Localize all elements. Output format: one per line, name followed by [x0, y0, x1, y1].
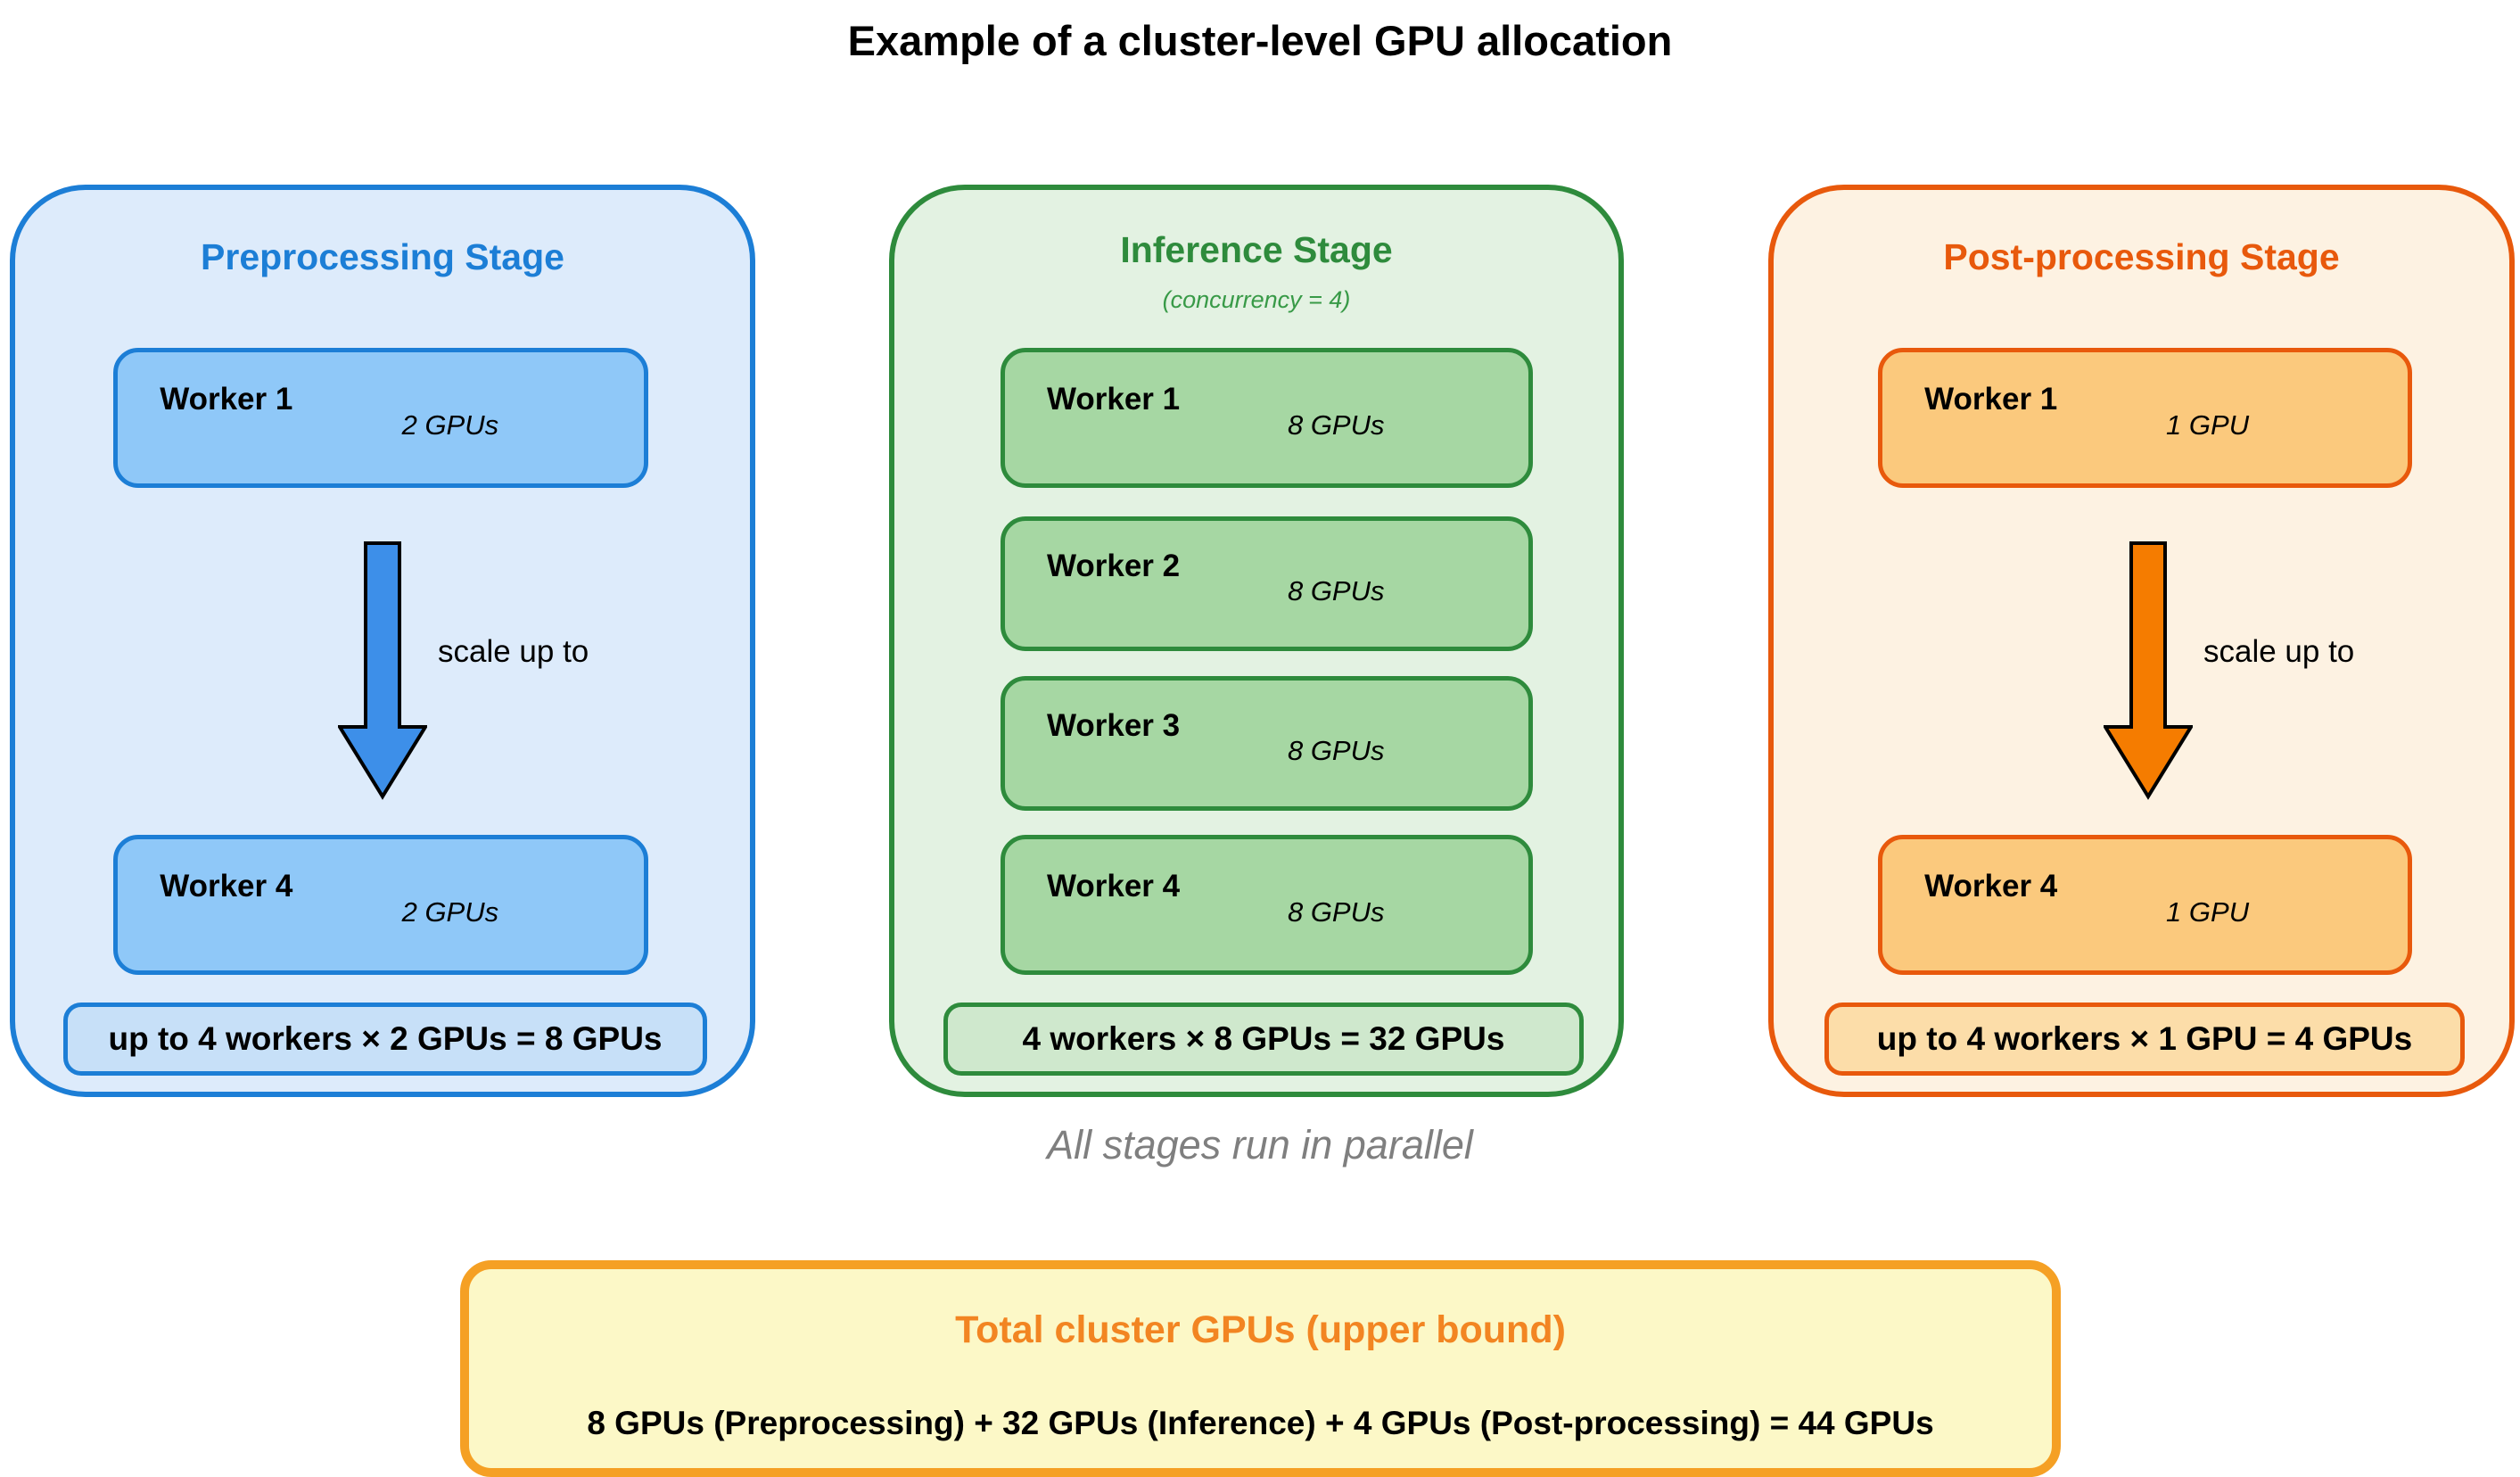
diagram-title: Example of a cluster-level GPU allocatio…	[847, 17, 1673, 64]
stage-inference-subtitle: (concurrency = 4)	[1162, 286, 1351, 313]
worker-gpu-count: 8 GPUs	[1287, 896, 1385, 928]
worker-label: Worker 4	[160, 868, 293, 904]
worker-gpu-count: 2 GPUs	[401, 409, 499, 441]
inference-worker-2-box: Worker 2 8 GPUs	[1001, 516, 1533, 651]
stage-preprocessing: Preprocessing Stage Worker 1 2 GPUs scal…	[10, 185, 755, 1097]
preprocessing-worker-1-box: Worker 1 2 GPUs	[113, 348, 648, 488]
worker-gpu-count: 8 GPUs	[1287, 574, 1385, 606]
stage-postprocessing: Post-processing Stage Worker 1 1 GPU sca…	[1768, 185, 2515, 1097]
postprocessing-worker-4-box: Worker 4 1 GPU	[1878, 835, 2412, 975]
stage-inference-title: Inference Stage	[1120, 229, 1393, 270]
worker-label: Worker 1	[1046, 381, 1181, 417]
inference-worker-1-box: Worker 1 8 GPUs	[1001, 348, 1533, 488]
stage-inference: Inference Stage (concurrency = 4) Worker…	[889, 185, 1624, 1097]
worker-gpu-count: 2 GPUs	[401, 896, 499, 928]
scale-up-arrow-icon	[338, 541, 427, 800]
inference-summary-pill: 4 workers × 8 GPUs = 32 GPUs	[943, 1003, 1584, 1076]
worker-label: Worker 3	[1046, 707, 1181, 743]
total-gpus-formula: 8 GPUs (Preprocessing) + 32 GPUs (Infere…	[587, 1405, 1934, 1441]
worker-gpu-count: 8 GPUs	[1287, 409, 1385, 441]
scale-up-arrow-icon	[2104, 541, 2193, 800]
stage-preprocessing-title: Preprocessing Stage	[201, 236, 564, 277]
worker-label: Worker 1	[1924, 381, 2058, 417]
scale-up-label: scale up to	[2203, 634, 2355, 669]
worker-gpu-count: 8 GPUs	[1287, 734, 1385, 766]
total-gpus-box: Total cluster GPUs (upper bound) 8 GPUs …	[460, 1260, 2061, 1477]
worker-gpu-count: 1 GPU	[2166, 409, 2250, 441]
total-gpus-title: Total cluster GPUs (upper bound)	[955, 1308, 1566, 1351]
worker-label: Worker 1	[160, 381, 293, 417]
postprocessing-summary-pill: up to 4 workers × 1 GPU = 4 GPUs	[1824, 1003, 2465, 1076]
worker-label: Worker 2	[1046, 548, 1181, 583]
worker-label: Worker 4	[1046, 868, 1181, 904]
parallel-note: All stages run in parallel	[1047, 1122, 1473, 1168]
scale-up-label: scale up to	[438, 634, 589, 669]
inference-worker-3-box: Worker 3 8 GPUs	[1001, 676, 1533, 811]
preprocessing-worker-4-box: Worker 4 2 GPUs	[113, 835, 648, 975]
worker-gpu-count: 1 GPU	[2166, 896, 2250, 928]
preprocessing-summary-pill: up to 4 workers × 2 GPUs = 8 GPUs	[63, 1003, 707, 1076]
inference-worker-4-box: Worker 4 8 GPUs	[1001, 835, 1533, 975]
postprocessing-worker-1-box: Worker 1 1 GPU	[1878, 348, 2412, 488]
stage-postprocessing-title: Post-processing Stage	[1943, 236, 2340, 277]
worker-label: Worker 4	[1924, 868, 2058, 904]
